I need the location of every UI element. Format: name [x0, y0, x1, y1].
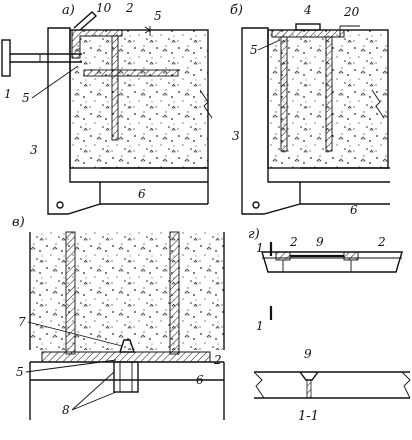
label-3: 3 — [232, 129, 240, 143]
break-mark — [371, 89, 385, 119]
dim-5: 5 — [154, 9, 162, 23]
label-1-top: 1 — [256, 241, 264, 255]
pin-hole — [56, 201, 64, 209]
dimension-line — [339, 25, 360, 37]
section-1-1: 9 1-1 — [253, 347, 411, 424]
anchor — [306, 379, 312, 399]
label-8: 8 — [62, 403, 70, 417]
label-4: 4 — [303, 3, 312, 17]
embedded-plate — [41, 351, 211, 363]
fixing-device — [295, 23, 321, 31]
label-5: 5 — [22, 91, 30, 105]
anchor-bar-horizontal — [83, 69, 179, 77]
label-3: 3 — [30, 143, 38, 157]
panel-a-letter: а) — [62, 3, 75, 18]
label-2-right: 2 — [377, 235, 386, 249]
panel-g-letter: г) — [248, 227, 260, 242]
break-mark — [253, 371, 411, 399]
label-6: 6 — [350, 203, 358, 217]
label-1: 1 — [4, 87, 12, 101]
section-outline — [254, 371, 410, 399]
pallet — [100, 167, 209, 205]
form-side-plate — [241, 27, 301, 215]
holder — [73, 11, 98, 31]
holder — [119, 339, 135, 353]
label-5: 5 — [16, 365, 24, 379]
break-mark — [199, 89, 213, 119]
label-1-bottom: 1 — [256, 319, 264, 333]
anchor-bar-right — [169, 231, 180, 355]
concrete-fill — [30, 232, 224, 350]
anchor-bar-left — [280, 36, 288, 152]
section-label-9: 9 — [304, 347, 312, 361]
dim-20: 20 — [343, 5, 360, 19]
label-9: 9 — [316, 235, 324, 249]
panel-g: г) 1 1 2 9 2 — [248, 227, 403, 333]
label-6: 6 — [196, 373, 204, 387]
label-2: 2 — [213, 353, 222, 367]
embedded-plate-right — [343, 251, 359, 261]
label-2-left: 2 — [289, 235, 298, 249]
bolt-head — [1, 39, 11, 77]
pallet — [29, 361, 225, 381]
anchor-bar-left — [65, 231, 76, 355]
clamp-profile — [299, 371, 319, 381]
dimension-line — [149, 26, 178, 36]
panel-v: в) 7 2 5 6 8 — [12, 215, 225, 420]
label-7: 7 — [18, 315, 26, 329]
embedded-plate-corner — [71, 29, 123, 59]
pin-hole — [252, 201, 260, 209]
bolt-shank — [10, 53, 82, 63]
label-6: 6 — [138, 187, 146, 201]
concrete-fill — [70, 30, 208, 168]
label-2: 2 — [125, 1, 134, 15]
label-5: 5 — [250, 43, 258, 57]
panel-a: а) 10 2 5 5 1 3 6 — [1, 1, 213, 215]
panel-b: б) 4 20 5 3 6 — [230, 3, 390, 217]
panel-v-letter: в) — [12, 215, 25, 230]
section-label: 1-1 — [298, 409, 319, 424]
anchor-bar-right — [325, 36, 333, 152]
anchor-bar-vertical — [111, 35, 119, 141]
bolt — [113, 361, 139, 393]
embedded-plate-top — [271, 29, 345, 38]
pallet — [300, 167, 390, 205]
embedded-plate-left — [275, 251, 291, 261]
panel-b-letter: б) — [230, 3, 243, 18]
label-10: 10 — [96, 1, 112, 15]
